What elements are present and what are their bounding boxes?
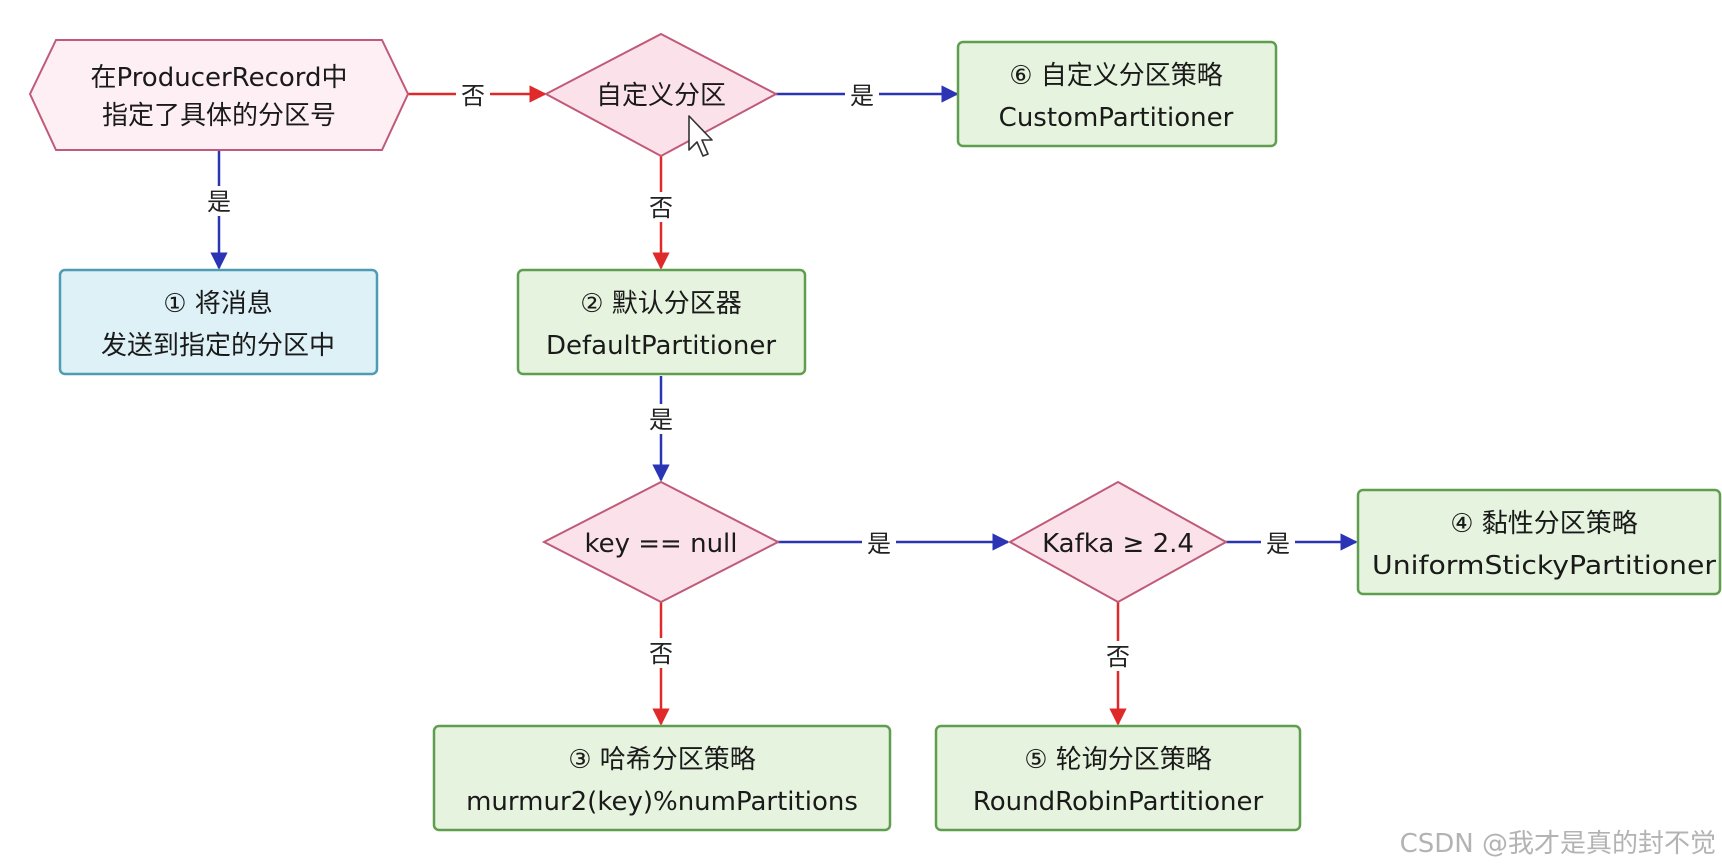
hash-partitioner-line1: ③ 哈希分区策略 <box>568 745 756 775</box>
kafka-version-diamond: Kafka ≥ 2.4 <box>1007 480 1229 604</box>
custom-partitioner-box: ⑥ 自定义分区策略 CustomPartitioner <box>956 40 1278 148</box>
send-to-partition-line2: 发送到指定的分区中 <box>101 331 335 361</box>
mouse-cursor-icon <box>688 115 713 157</box>
edge-label-default-yes: 是 <box>649 406 673 434</box>
custom-partitioner-line1: ⑥ 自定义分区策略 <box>1009 61 1223 91</box>
default-partitioner-line2: DefaultPartitioner <box>546 331 776 361</box>
custom-partition-label: 自定义分区 <box>596 81 726 111</box>
edge-label-kafka-yes: 是 <box>1266 530 1290 558</box>
send-to-partition-line1: ① 将消息 <box>163 289 273 319</box>
roundrobin-partitioner-line2: RoundRobinPartitioner <box>973 787 1264 817</box>
start-hexagon-line1: 在ProducerRecord中 <box>90 63 347 93</box>
hash-partitioner-box: ③ 哈希分区策略 murmur2(key)%numPartitions <box>432 724 892 832</box>
edge-label-start-no: 否 <box>461 82 485 110</box>
key-null-label: key == null <box>584 529 737 559</box>
csdn-watermark: CSDN @我才是真的封不觉 <box>1400 829 1716 859</box>
roundrobin-partitioner-line1: ⑤ 轮询分区策略 <box>1024 745 1212 775</box>
sticky-partitioner-line1: ④ 黏性分区策略 <box>1450 509 1638 539</box>
default-partitioner-box: ② 默认分区器 DefaultPartitioner <box>516 268 807 376</box>
edge-label-key-yes: 是 <box>867 530 891 558</box>
edge-label-custom-yes: 是 <box>850 82 874 110</box>
edge-label-custom-no: 否 <box>649 194 673 222</box>
custom-partitioner-line2: CustomPartitioner <box>999 103 1234 133</box>
custom-partition-diamond: 自定义分区 <box>543 32 779 158</box>
edge-label-kafka-no: 否 <box>1106 643 1130 671</box>
start-hexagon-line2: 指定了具体的分区号 <box>102 101 336 131</box>
default-partitioner-line1: ② 默认分区器 <box>580 289 742 319</box>
start-hexagon: 在ProducerRecord中 指定了具体的分区号 <box>28 39 410 151</box>
sticky-partitioner-box: ④ 黏性分区策略 UniformStickyPartitioner <box>1356 488 1722 596</box>
edge-label-key-no: 否 <box>649 640 673 668</box>
edge-label-start-yes: 是 <box>207 188 231 216</box>
roundrobin-partitioner-box: ⑤ 轮询分区策略 RoundRobinPartitioner <box>934 724 1302 832</box>
sticky-partitioner-line2: UniformStickyPartitioner <box>1372 551 1716 581</box>
send-to-partition-box: ① 将消息 发送到指定的分区中 <box>58 268 379 376</box>
hash-partitioner-line2: murmur2(key)%numPartitions <box>466 787 858 817</box>
key-null-diamond: key == null <box>541 480 781 604</box>
kafka-version-label: Kafka ≥ 2.4 <box>1042 529 1194 559</box>
